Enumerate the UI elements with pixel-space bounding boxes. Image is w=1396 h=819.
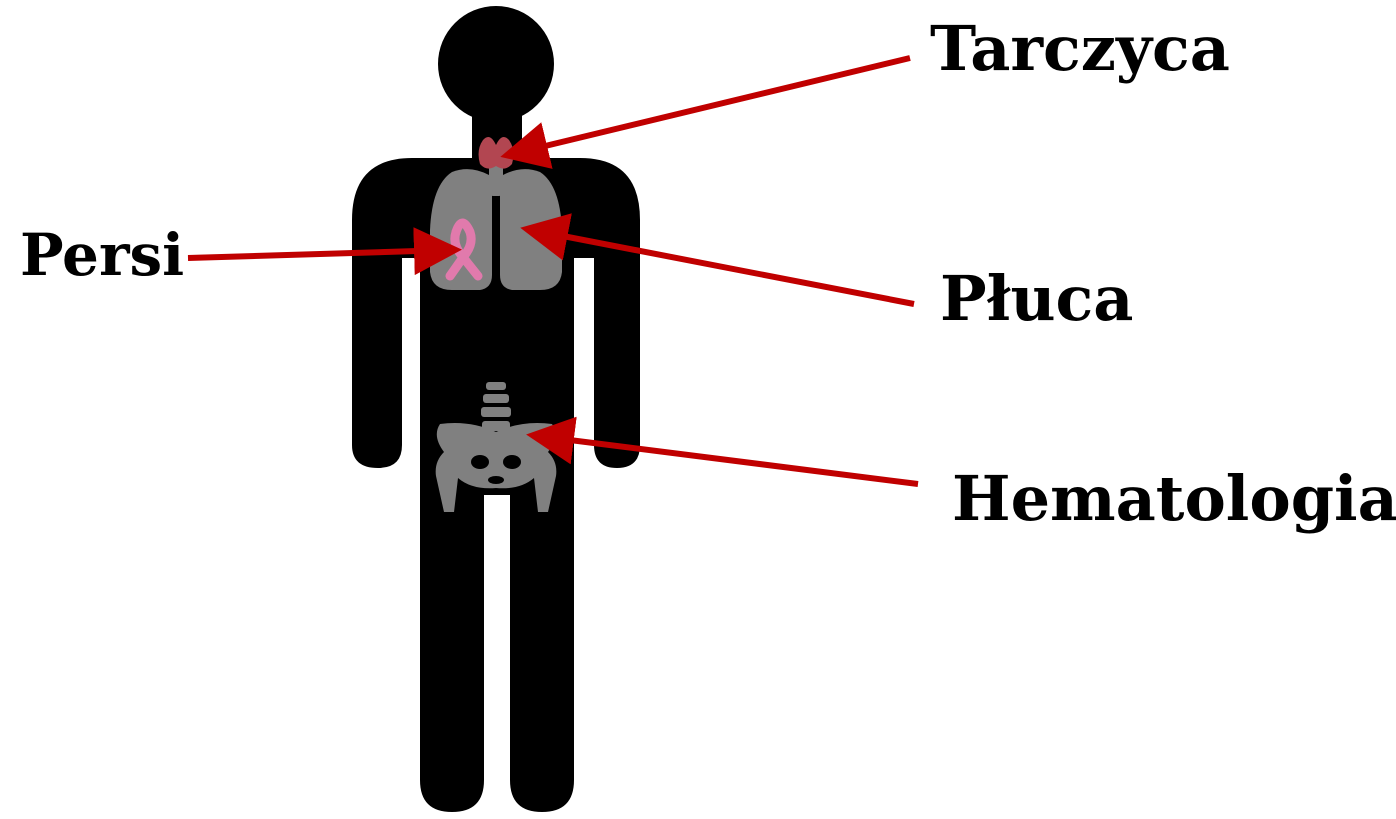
arrow-lungs [532,230,914,304]
label-thyroid: Tarczyca [930,18,1230,80]
label-hematology: Hematologia [952,468,1396,530]
arrow-hematology [538,436,918,484]
arrow-thyroid [512,58,910,154]
label-breast: Persi [20,226,184,284]
label-lungs: Płuca [940,268,1133,330]
